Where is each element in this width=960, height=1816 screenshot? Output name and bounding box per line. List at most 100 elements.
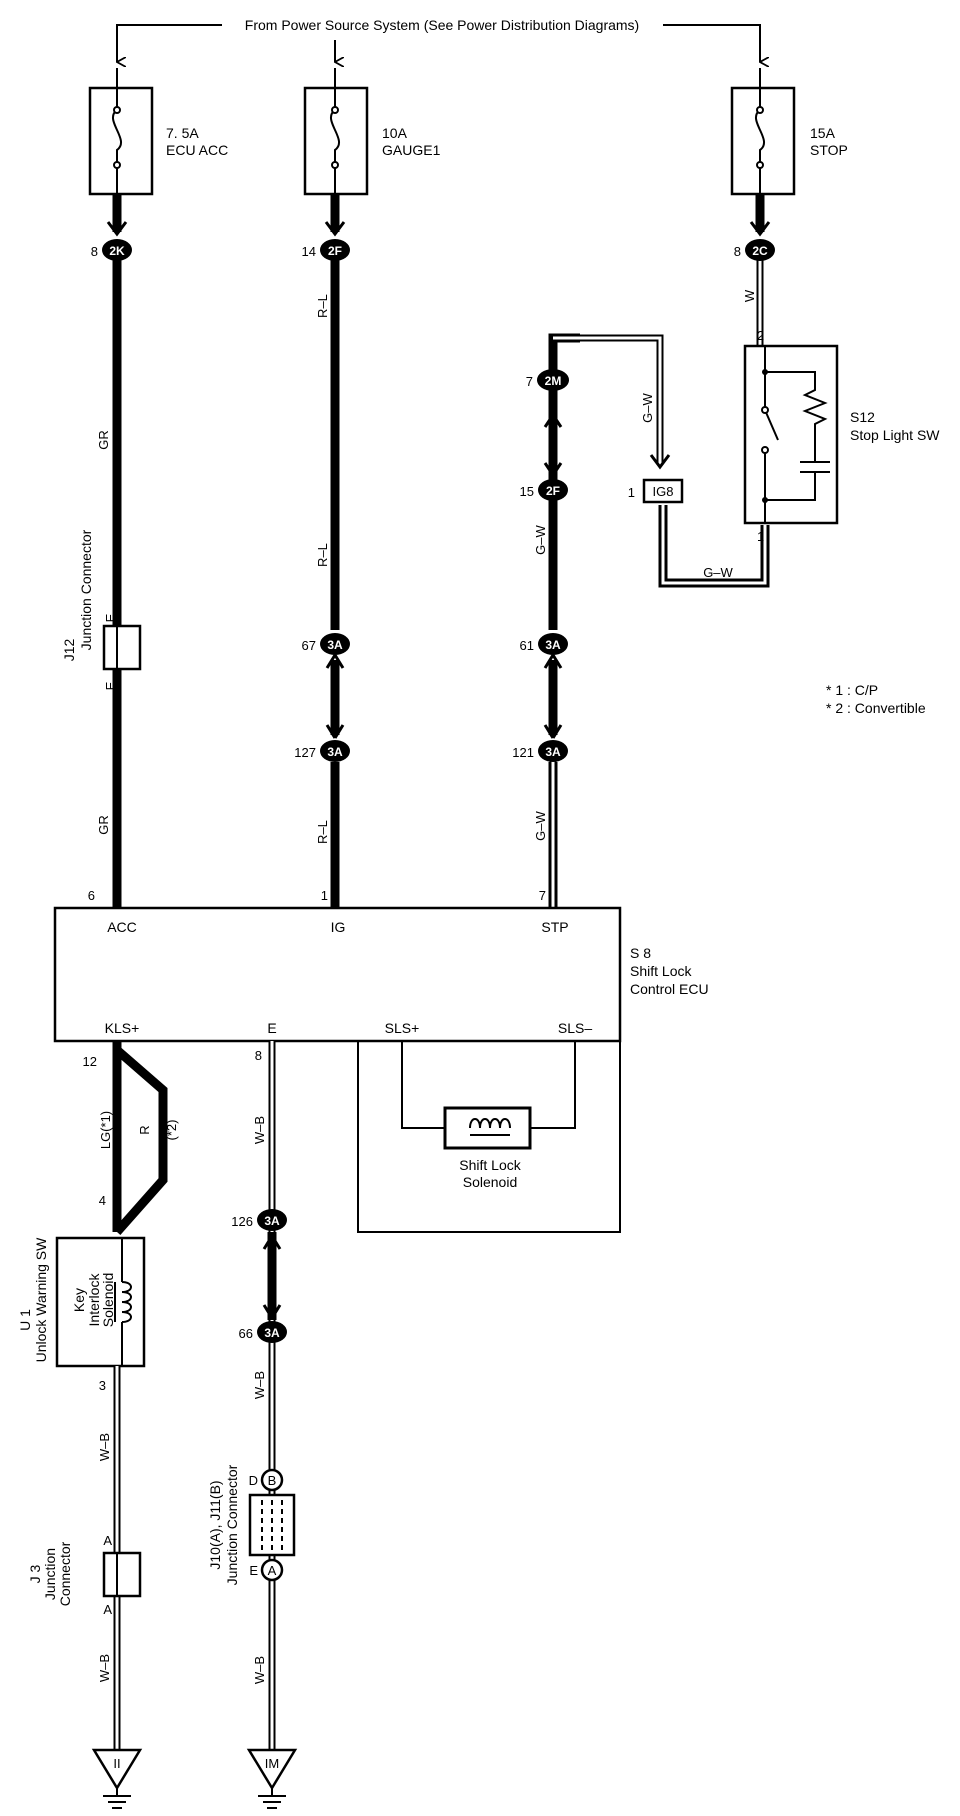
fuse-name: STOP xyxy=(810,142,848,158)
svg-text:W–B: W–B xyxy=(97,1654,112,1682)
j3-id: J 3 xyxy=(27,1564,43,1583)
svg-text:II: II xyxy=(113,1756,120,1771)
svg-text:2: 2 xyxy=(757,328,764,343)
svg-text:2F: 2F xyxy=(546,484,560,498)
u1-unlock-warning-switch: 4 3 Key Interlock Solenoid U 1 Unlock Wa… xyxy=(17,1193,146,1393)
svg-text:8: 8 xyxy=(255,1048,262,1063)
connector-2m: 2M 7 xyxy=(526,369,569,391)
svg-text:W: W xyxy=(742,289,757,302)
wire-color-gr: GR xyxy=(96,430,111,450)
connector-3a-67: 3A 67 xyxy=(302,633,350,655)
svg-text:67: 67 xyxy=(302,638,316,653)
connector-2c: 2C 8 xyxy=(734,239,775,261)
svg-text:7: 7 xyxy=(539,888,546,903)
shift-lock-solenoid: Shift Lock Solenoid xyxy=(357,1041,621,1233)
note: * 2 : Convertible xyxy=(826,700,926,716)
svg-text:2F: 2F xyxy=(328,244,342,258)
svg-text:E: E xyxy=(249,1563,258,1578)
fuse-ecu-acc: 7. 5A ECU ACC xyxy=(88,68,228,196)
svg-text:3A: 3A xyxy=(327,745,343,759)
terminal-sls-minus: SLS– xyxy=(558,1020,592,1036)
connector-2f-mid: 2F 15 xyxy=(520,479,568,501)
s12-id: S12 xyxy=(850,409,875,425)
connector-2f-top: 2F 14 xyxy=(302,239,350,261)
fuse-amp: 10A xyxy=(382,125,408,141)
svg-text:R: R xyxy=(137,1125,152,1134)
s8-id: S 8 xyxy=(630,945,651,961)
svg-text:A: A xyxy=(103,1533,112,1548)
terminal-acc: ACC xyxy=(107,919,137,935)
u1-id: U 1 xyxy=(17,1309,33,1331)
power-source-header: From Power Source System (See Power Dist… xyxy=(116,17,760,62)
ground-ii: II xyxy=(91,1748,143,1809)
svg-text:Key: Key xyxy=(71,1288,87,1312)
svg-text:61: 61 xyxy=(520,638,534,653)
connector-2k: 2K 8 xyxy=(91,239,132,261)
connector-3a-126: 3A 126 xyxy=(231,1209,287,1231)
s12-name: Stop Light SW xyxy=(850,427,940,443)
svg-text:R–L: R–L xyxy=(315,543,330,567)
svg-text:3A: 3A xyxy=(327,638,343,652)
svg-text:3: 3 xyxy=(99,1378,106,1393)
note: * 1 : C/P xyxy=(826,682,878,698)
connector-ig8: IG8 1 xyxy=(628,478,684,504)
svg-text:121: 121 xyxy=(512,745,534,760)
svg-text:Solenoid: Solenoid xyxy=(463,1174,518,1190)
svg-text:W–B: W–B xyxy=(252,1656,267,1684)
ground-im: IM xyxy=(246,1748,298,1809)
svg-text:8: 8 xyxy=(91,244,98,259)
connector-3a-66: 3A 66 xyxy=(239,1321,287,1343)
svg-text:2M: 2M xyxy=(545,374,562,388)
connector-3a-61: 3A 61 xyxy=(520,633,568,655)
svg-text:G–W: G–W xyxy=(533,524,548,554)
svg-text:127: 127 xyxy=(294,745,316,760)
j3-name: Junction xyxy=(42,1548,58,1600)
fuse-name: GAUGE1 xyxy=(382,142,441,158)
wire-color-gr: GR xyxy=(96,815,111,835)
j10-name: Junction Connector xyxy=(224,1464,240,1585)
s8-name: Shift Lock xyxy=(630,963,692,979)
svg-text:15: 15 xyxy=(520,484,534,499)
u1-name: Unlock Warning SW xyxy=(33,1237,49,1363)
svg-text:2C: 2C xyxy=(752,244,768,258)
svg-text:Interlock: Interlock xyxy=(86,1273,102,1327)
fuse-amp: 15A xyxy=(810,125,836,141)
j12-id: J12 xyxy=(61,639,77,662)
svg-text:Solenoid: Solenoid xyxy=(100,1273,116,1328)
j12-name: Junction Connector xyxy=(78,529,94,650)
svg-text:66: 66 xyxy=(239,1326,253,1341)
svg-text:7: 7 xyxy=(526,374,533,389)
svg-text:1: 1 xyxy=(628,485,635,500)
svg-text:G–W: G–W xyxy=(640,392,655,422)
fuse-amp: 7. 5A xyxy=(166,125,199,141)
svg-text:8: 8 xyxy=(734,244,741,259)
svg-text:D: D xyxy=(249,1473,258,1488)
svg-text:E: E xyxy=(103,613,118,622)
svg-text:B: B xyxy=(268,1473,277,1488)
j3-name: Connector xyxy=(57,1541,73,1606)
svg-text:IM: IM xyxy=(265,1756,279,1771)
j10-id: J10(A), J11(B) xyxy=(207,1480,223,1569)
svg-text:W–B: W–B xyxy=(252,1116,267,1144)
terminal-kls: KLS+ xyxy=(105,1020,140,1036)
svg-text:2K: 2K xyxy=(109,244,125,258)
terminal-e: E xyxy=(267,1020,276,1036)
svg-text:3A: 3A xyxy=(545,638,561,652)
svg-text:A: A xyxy=(103,1602,112,1617)
svg-text:1: 1 xyxy=(321,888,328,903)
svg-text:12: 12 xyxy=(83,1054,97,1069)
svg-text:126: 126 xyxy=(231,1214,253,1229)
s8-name: Control ECU xyxy=(630,981,709,997)
svg-text:W–B: W–B xyxy=(252,1371,267,1399)
svg-text:IG8: IG8 xyxy=(653,484,674,499)
connector-3a-127: 3A 127 xyxy=(294,740,350,762)
svg-text:R–L: R–L xyxy=(315,294,330,318)
connector-3a-121: 3A 121 xyxy=(512,740,568,762)
svg-text:3A: 3A xyxy=(545,745,561,759)
s12-stop-light-switch: 2 1 S12 Stop Light SW xyxy=(743,328,940,544)
svg-text:14: 14 xyxy=(302,244,316,259)
svg-text:4: 4 xyxy=(99,1193,106,1208)
fuse-stop: 15A STOP xyxy=(730,68,848,196)
terminal-ig: IG xyxy=(331,919,346,935)
